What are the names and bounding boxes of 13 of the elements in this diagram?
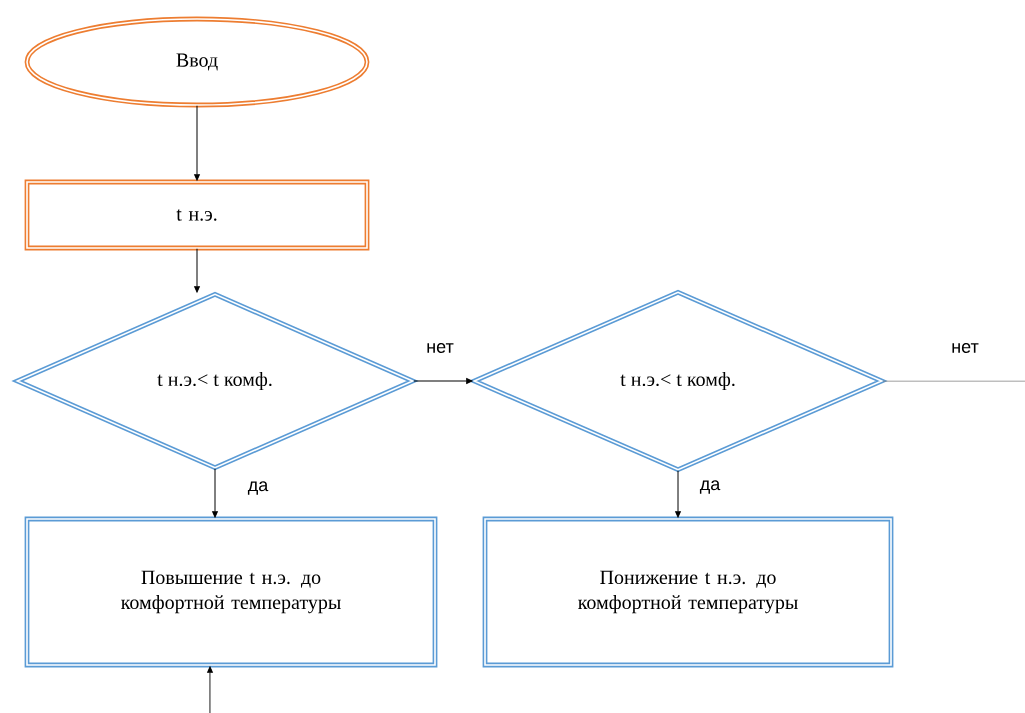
edge-label: нет [950,342,980,354]
process-box: t н.э. [24,179,370,251]
arrow [675,470,681,518]
arrow [194,105,200,181]
process-box: Понижение t н.э. до комфортной температуры [482,516,894,668]
arrow [212,468,218,518]
edge-label: да [698,479,722,495]
edge-label: да [246,480,270,496]
edge-label: нет [425,342,455,354]
process-box: Повышение t н.э. до комфортной температуры [24,516,438,668]
arrow [207,666,213,713]
arrow [413,378,473,384]
arrow [194,248,200,293]
